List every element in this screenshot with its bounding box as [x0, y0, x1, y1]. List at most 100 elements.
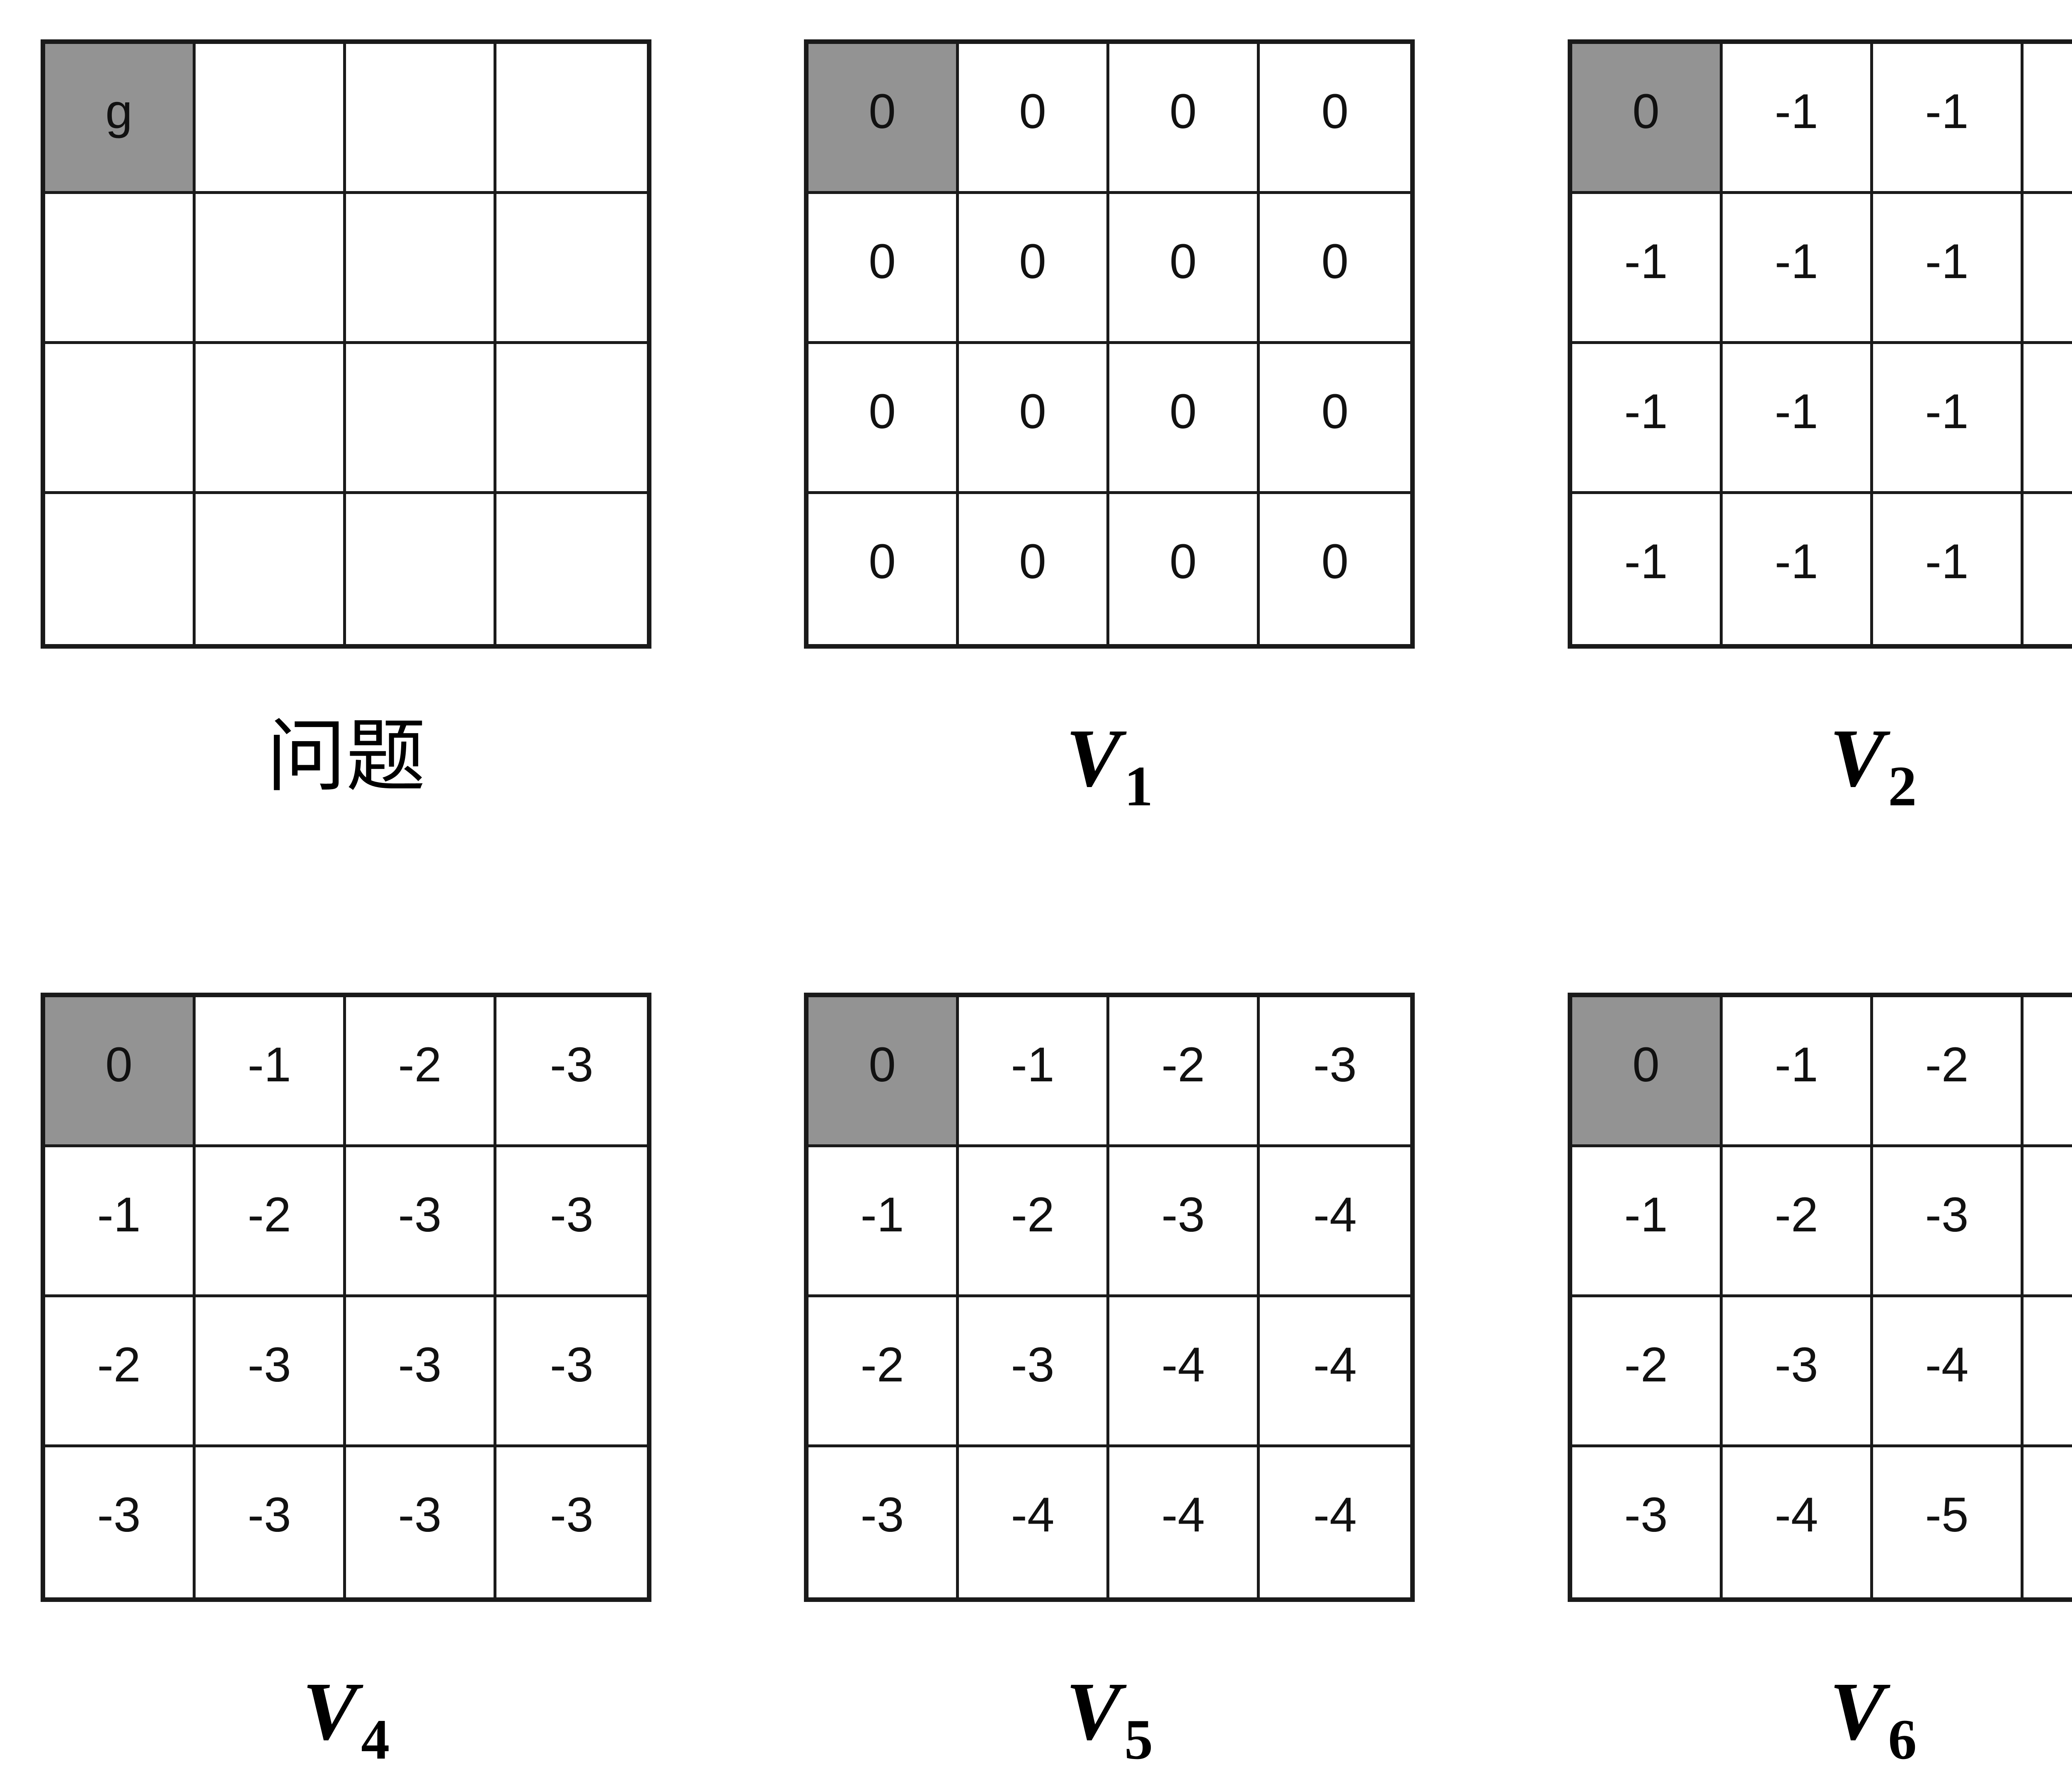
- grid-cell: -3: [808, 1447, 959, 1597]
- cell-value: -2: [860, 1337, 904, 1392]
- cell-value: -2: [1774, 1187, 1818, 1242]
- grid-cell: -1: [196, 997, 346, 1147]
- grid-cell: 0: [808, 194, 959, 344]
- cell-value: 0: [869, 384, 896, 439]
- grid-cell: -3: [496, 997, 647, 1147]
- cell-value: -3: [97, 1488, 141, 1542]
- grid-cell: [45, 194, 196, 344]
- caption-subscript: 4: [361, 1707, 390, 1771]
- grid-cell: -3: [496, 1297, 647, 1447]
- cell-value: -3: [247, 1488, 291, 1542]
- grid-cell: [346, 194, 496, 344]
- value-grid-problem: g: [41, 39, 651, 649]
- grid-cell: -1: [1723, 44, 1873, 194]
- caption-subscript: 5: [1124, 1707, 1153, 1771]
- cell-value: 0: [1169, 84, 1197, 139]
- grid-cell: -3: [196, 1447, 346, 1597]
- grid-cell: -4: [1109, 1447, 1260, 1597]
- panel-caption-v6: V6: [1568, 1670, 2072, 1768]
- grid-cell: -3: [346, 1147, 496, 1297]
- grid-cell: -3: [1723, 1297, 1873, 1447]
- cell-value: -4: [1161, 1488, 1205, 1542]
- cell-value: 0: [869, 84, 896, 139]
- grid-cell: [496, 344, 647, 494]
- caption-base: V: [1065, 712, 1122, 804]
- grid-cell: [196, 344, 346, 494]
- grid-cell: -4: [1260, 1447, 1410, 1597]
- panel-caption-v2: V2: [1568, 717, 2072, 815]
- grid-cell: -4: [959, 1447, 1109, 1597]
- cell-value: -1: [1774, 384, 1818, 439]
- cell-value: -3: [247, 1337, 291, 1392]
- grid-cell: -3: [1572, 1447, 1723, 1597]
- panel-caption-problem: 问题: [41, 717, 651, 797]
- cell-value: -1: [860, 1187, 904, 1242]
- cell-value: -1: [1624, 234, 1668, 289]
- grid-cell: [196, 44, 346, 194]
- grid-cell: -1: [2024, 494, 2072, 644]
- cell-value: -4: [1313, 1488, 1357, 1542]
- cell-value: -4: [1161, 1337, 1205, 1392]
- grid-cell: 0: [1260, 44, 1410, 194]
- caption-base: V: [1829, 712, 1886, 804]
- grid-cell: -1: [1723, 997, 1873, 1147]
- grid-cell: [45, 344, 196, 494]
- cell-value: 0: [1632, 1037, 1660, 1092]
- grid-cell: -4: [1260, 1297, 1410, 1447]
- cell-value: 0: [1169, 384, 1197, 439]
- grid-cell: -3: [346, 1297, 496, 1447]
- cell-value: -3: [1161, 1187, 1205, 1242]
- caption-subscript: 1: [1124, 754, 1153, 818]
- cell-value: -3: [550, 1037, 593, 1092]
- cell-value: -5: [1925, 1488, 1969, 1542]
- grid-cell: -1: [1873, 194, 2024, 344]
- grid-cell: -2: [346, 997, 496, 1147]
- caption-subscript: 6: [1888, 1707, 1917, 1771]
- grid-cell: -5: [1873, 1447, 2024, 1597]
- cell-value: -4: [1925, 1337, 1969, 1392]
- grid-panel-v2: 0-1-1-1-1-1-1-1-1-1-1-1-1-1-1-1V2: [1568, 39, 2072, 823]
- grid-cell: 0: [1572, 997, 1723, 1147]
- grid-cell: -1: [45, 1147, 196, 1297]
- grid-cell: [196, 494, 346, 644]
- cell-value: 0: [1321, 534, 1349, 589]
- panel-caption-v4: V4: [41, 1670, 651, 1768]
- grid-cell: -3: [1873, 1147, 2024, 1297]
- grid-cell: -1: [1572, 194, 1723, 344]
- caption-symbol: V6: [1829, 1666, 1917, 1768]
- cell-value: -4: [1774, 1488, 1818, 1542]
- grid-cell: 0: [808, 997, 959, 1147]
- grid-cell: [196, 194, 346, 344]
- grid-panel-problem: g 问题: [41, 39, 651, 823]
- grid-cell: -1: [808, 1147, 959, 1297]
- grid-cell: 0: [1109, 44, 1260, 194]
- grid-cell: 0: [1109, 194, 1260, 344]
- cell-value: -3: [1925, 1187, 1969, 1242]
- cell-value: -2: [1161, 1037, 1205, 1092]
- grid-cell: -1: [1873, 344, 2024, 494]
- cell-value: -3: [1624, 1488, 1668, 1542]
- grid-cell: [496, 44, 647, 194]
- grid-cell: -1: [1572, 494, 1723, 644]
- caption-base: V: [1829, 1666, 1886, 1757]
- grid-cell: -1: [2024, 194, 2072, 344]
- cell-value: -1: [1925, 384, 1969, 439]
- grid-cell: 0: [45, 997, 196, 1147]
- grid-cell: 0: [1109, 344, 1260, 494]
- grid-cell: -1: [1572, 1147, 1723, 1297]
- grid-cell: -2: [1873, 997, 2024, 1147]
- grid-cell: [346, 494, 496, 644]
- grid-cell: 0: [808, 344, 959, 494]
- grid-cell: g: [45, 44, 196, 194]
- grid-cell: -5: [2024, 1297, 2072, 1447]
- cell-value: -1: [1925, 234, 1969, 289]
- cell-value: 0: [1321, 84, 1349, 139]
- grid-cell: 0: [808, 494, 959, 644]
- grid-cell: -3: [2024, 997, 2072, 1147]
- grid-cell: -3: [45, 1447, 196, 1597]
- grid-cell: -3: [346, 1447, 496, 1597]
- caption-symbol: V2: [1829, 712, 1917, 815]
- cell-value: -1: [1774, 1037, 1818, 1092]
